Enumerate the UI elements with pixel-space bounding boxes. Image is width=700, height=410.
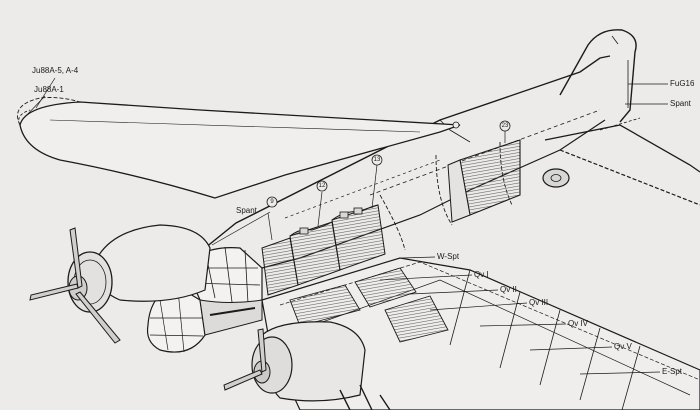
starboard-propeller <box>257 328 267 373</box>
callout-13: 13 <box>373 157 381 163</box>
callout-circle-13 <box>371 154 383 166</box>
tail-wheel <box>542 168 570 188</box>
vertical-fin <box>559 29 637 123</box>
label-variant-a1: Ju88A-1 <box>34 85 64 94</box>
label-e-spt: E-Spt <box>662 367 683 376</box>
label-qv5: Qv V <box>614 342 632 351</box>
wingtip-dashed <box>17 97 81 126</box>
callout-circle-23 <box>499 120 511 132</box>
label-variant-a5-a4: Ju88A-5, A-4 <box>32 66 79 75</box>
label-qv3: Qv III <box>529 298 549 307</box>
callout-12: 12 <box>318 183 326 189</box>
callout-circle-9 <box>266 196 278 208</box>
label-spant-tail: Spant <box>670 99 691 108</box>
port-engine-nacelle <box>94 224 211 302</box>
port-wing <box>19 101 461 199</box>
fuel-tank-3 <box>331 204 386 271</box>
label-spant-mid: Spant <box>236 206 257 215</box>
label-qv2: Qv II <box>500 285 517 294</box>
fuselage-outline <box>204 55 611 249</box>
callout-9: 9 <box>270 199 274 205</box>
leader-lines <box>23 77 668 375</box>
callout-23: 23 <box>501 123 509 129</box>
port-propeller <box>69 227 83 289</box>
label-fug16: FuG16 <box>670 79 695 88</box>
label-qv4: Qv IV <box>568 319 589 328</box>
horizontal-tailplane <box>544 124 700 173</box>
label-qv1: Qv I <box>474 270 489 279</box>
label-w-spt: W-Spt <box>437 252 460 261</box>
callout-circle-12 <box>316 180 328 192</box>
